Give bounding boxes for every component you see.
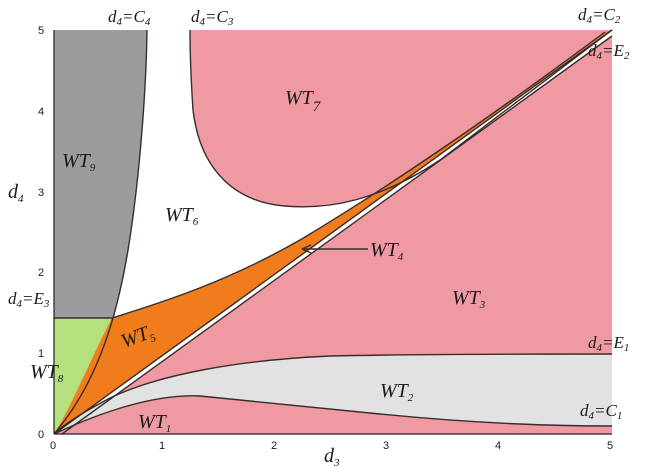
region-wt1-area xyxy=(54,395,612,434)
region-wt2-area xyxy=(54,354,612,434)
region-label-wt8: WT8 xyxy=(30,361,64,385)
y-axis-title-sub: 4 xyxy=(18,193,24,205)
wt4-pointer-head xyxy=(301,244,312,254)
y-tick-label: 3 xyxy=(38,187,44,199)
region-label-wt7: WT7 xyxy=(285,87,322,115)
x-tick-label: 1 xyxy=(159,440,165,452)
boundary-label-c2: d4=C2 xyxy=(578,5,621,26)
y-axis-title: d4 xyxy=(8,181,24,205)
x-tick-label: 4 xyxy=(495,440,501,452)
region-label-wt2: WT2 xyxy=(380,380,414,404)
x-tick-label: 2 xyxy=(271,440,277,452)
x-tick-label: 3 xyxy=(383,440,389,452)
region-label-wt9: WT9 xyxy=(62,150,96,174)
region-label-wt3: WT3 xyxy=(452,287,486,311)
region-labels: WT1 WT2 WT3 WT4 WT5 WT6 WT7 WT8 WT9 xyxy=(30,87,486,435)
y-tick-label: 4 xyxy=(38,106,44,118)
region-label-wt6: WT6 xyxy=(165,204,199,228)
region-wt8-area xyxy=(54,318,112,434)
boundary-label-e3: d4=E3 xyxy=(8,289,50,310)
boundary-label-e2: d4=E2 xyxy=(588,41,630,62)
x-axis-title-sub: 3 xyxy=(333,457,340,468)
region-wt9-area xyxy=(54,30,147,318)
boundary-label-c3: d4=C3 xyxy=(191,7,234,28)
boundary-label-c4: d4=C4 xyxy=(108,7,151,28)
x-tick-label: 5 xyxy=(607,440,613,452)
boundary-lines xyxy=(53,29,613,435)
curve-c4 xyxy=(53,29,148,435)
curve-e3-lower-wt5 xyxy=(54,31,606,319)
boundary-label-e1: d4=E1 xyxy=(588,333,629,354)
boundary-label-c1: d4=C1 xyxy=(580,401,622,422)
y-tick-label: 1 xyxy=(38,348,44,360)
x-axis-title-main: d xyxy=(324,445,335,467)
curve-e1 xyxy=(53,353,613,435)
curve-c1 xyxy=(53,395,613,435)
y-axis-title-main: d xyxy=(8,181,19,203)
y-tick-labels: 0 1 2 3 4 5 xyxy=(38,25,44,441)
x-axis-title: d3 xyxy=(324,445,340,468)
y-tick-label: 5 xyxy=(38,25,44,37)
boundary-labels: d4=C4 d4=C3 d4=C2 d4=E2 d4=E3 d4=E1 d4=C… xyxy=(8,5,630,422)
y-tick-label: 0 xyxy=(38,429,44,441)
axes xyxy=(53,30,612,435)
curve-c2 xyxy=(53,29,613,435)
y-tick-label: 2 xyxy=(38,267,44,279)
region-label-wt4: WT4 xyxy=(370,239,404,263)
x-tick-labels: 0 1 2 3 4 5 xyxy=(50,440,613,452)
curve-e2 xyxy=(61,35,613,435)
region-label-wt1: WT1 xyxy=(138,411,171,435)
x-tick-label: 0 xyxy=(50,440,56,452)
region-wt7-area xyxy=(190,30,612,207)
